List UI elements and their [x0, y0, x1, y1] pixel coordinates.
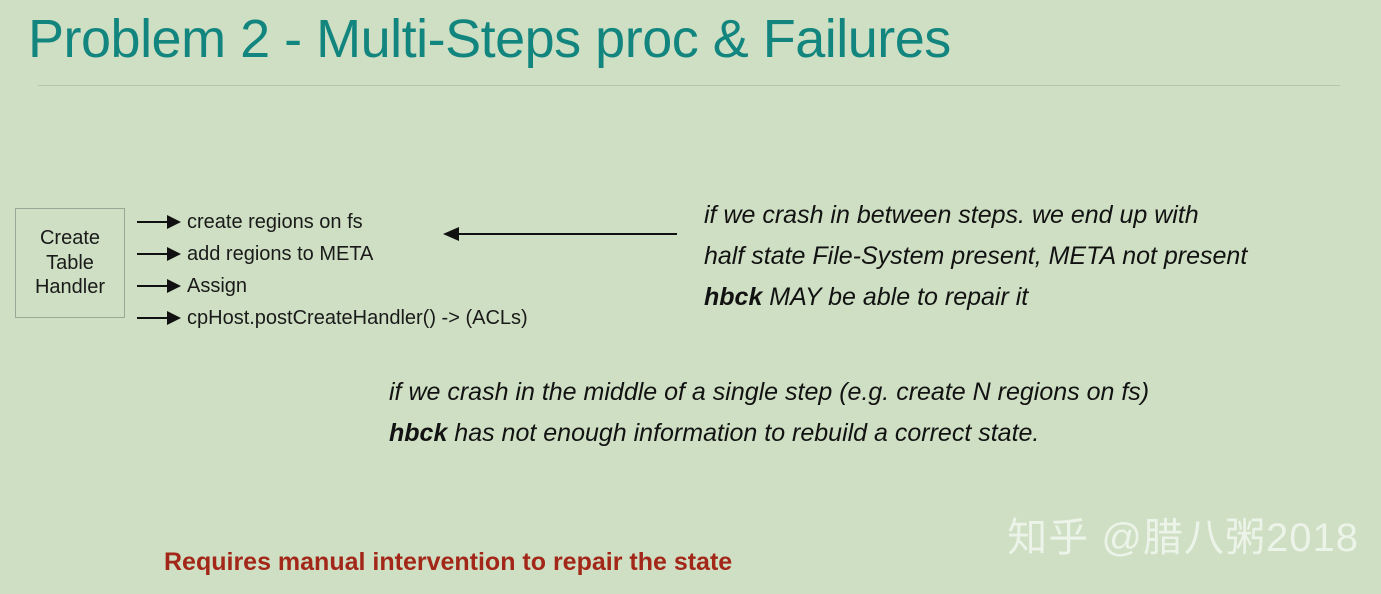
- arrow-right-icon: [135, 302, 187, 334]
- arrow-left-head: [443, 227, 459, 241]
- step-row: Assign: [135, 270, 695, 302]
- note-line-rest: has not enough information to rebuild a …: [447, 419, 1040, 447]
- note-line: half state File-System present, META not…: [704, 242, 1248, 270]
- crash-mid-step-note: if we crash in the middle of a single st…: [389, 372, 1149, 454]
- step-row: add regions to META: [135, 238, 695, 270]
- handler-step-list: create regions on fs add regions to META…: [135, 206, 695, 334]
- step-label: Assign: [187, 274, 248, 297]
- page-title: Problem 2 - Multi-Steps proc & Failures: [28, 9, 951, 69]
- hbck-emphasis: hbck: [389, 419, 448, 447]
- step-label: cpHost.postCreateHandler() -> (ACLs): [187, 306, 528, 329]
- handler-box-line-1: Create: [39, 227, 101, 250]
- arrow-right-icon: [135, 270, 187, 302]
- arrow-right-icon: [135, 206, 187, 238]
- step-label: create regions on fs: [187, 210, 363, 233]
- note-line: hbck has not enough information to rebui…: [389, 413, 1149, 454]
- create-table-handler-box: Create Table Handler: [15, 208, 125, 318]
- note-line: if we crash in the middle of a single st…: [389, 378, 1150, 406]
- arrow-left-shaft: [457, 233, 677, 235]
- arrow-left-icon: [443, 226, 677, 242]
- conclusion-text: Requires manual intervention to repair t…: [164, 548, 733, 576]
- step-label: add regions to META: [187, 242, 374, 265]
- step-row: cpHost.postCreateHandler() -> (ACLs): [135, 302, 695, 334]
- handler-box-line-3: Handler: [34, 276, 106, 299]
- handler-box-line-2: Table: [46, 251, 94, 274]
- step-row: create regions on fs: [135, 206, 695, 238]
- note-line: hbck MAY be able to repair it: [704, 277, 1247, 318]
- arrow-right-icon: [135, 238, 187, 270]
- crash-between-steps-note: if we crash in between steps. we end up …: [704, 195, 1247, 318]
- note-line: if we crash in between steps. we end up …: [704, 201, 1199, 229]
- watermark: 知乎 @腊八粥2018: [1007, 516, 1359, 560]
- hbck-emphasis: hbck: [704, 283, 763, 311]
- title-divider: [38, 85, 1340, 86]
- note-line-rest: MAY be able to repair it: [762, 283, 1029, 311]
